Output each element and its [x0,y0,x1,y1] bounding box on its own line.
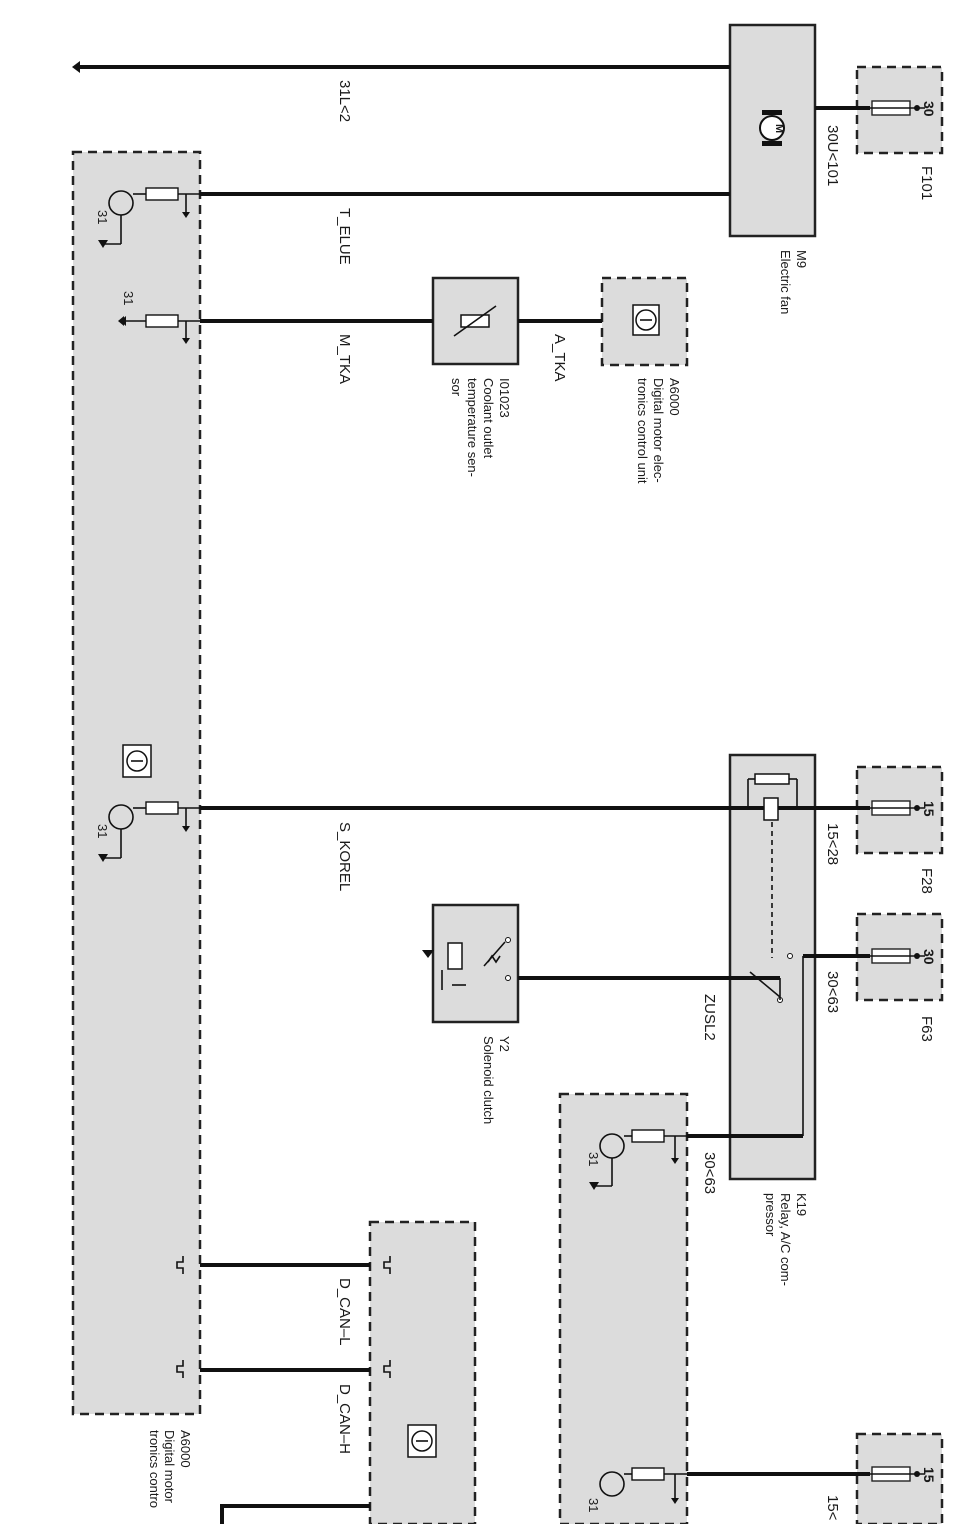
ground-marker-3 [98,854,108,862]
ground-marker-2 [118,316,124,326]
label-m-tka: M_TKA [336,334,353,384]
m9-ref: M9 [794,250,809,268]
ecu-icon-top [632,304,660,336]
output-transistor-4 [599,1467,687,1504]
motor-letter: M [773,124,785,133]
ground-label-3: 31 [95,824,110,838]
label-30-63: 30<63 [824,971,841,1013]
output-transistor-3 [594,1129,687,1187]
y2-ref: Y2 [497,1036,512,1052]
f101-pin-label: 30 [921,101,937,117]
ground-arrow [72,61,80,73]
label-a-tka: A_TKA [551,334,568,382]
ground-label-2: 31 [121,291,136,305]
output-transistor-1 [103,187,200,245]
a6000-main-ref: A6000 [178,1430,193,1468]
i01023-desc-2: temperature sen- [465,378,480,477]
a6000-lower-box [558,1092,689,1524]
temperature-sensor-icon [453,305,497,337]
relay-switch-icon [749,953,793,1003]
fuse-f101-symbol [870,100,925,116]
k19-desc-2: pressor [763,1193,778,1237]
can-module-box [368,1220,477,1524]
fuse-f28-symbol [870,800,925,816]
label-31l2: 31L<2 [336,80,353,122]
ground-label-1: 31 [95,210,110,224]
f28-ref: F28 [918,868,935,894]
label-30-63b: 30<63 [701,1152,718,1194]
output-transistor-2 [103,801,200,859]
motor-icon [759,110,785,146]
i01023-desc-1: Coolant outlet [481,378,496,459]
fuse-f101-box [855,65,944,155]
ecu-icon-main [122,744,152,778]
label-zusl2: ZUSL2 [701,994,718,1041]
fuse-f63-symbol [870,948,925,964]
solenoid-icon [422,937,511,990]
label-t-elue: T_ELUE [336,208,353,265]
label-15-bottom: 15< [824,1495,841,1521]
a6000-top-ref: A6000 [667,378,682,416]
f101-ref: F101 [918,166,935,200]
k19-ref: K19 [794,1193,809,1216]
ground-label-5: 31 [586,1498,601,1512]
ground-marker-4 [589,1182,599,1190]
a6000-main-desc-2: tronics contro [147,1430,162,1508]
f63-pin-label: 30 [921,949,937,965]
a6000-top-desc-1: Digital motor elec- [651,378,666,483]
label-dcan-h: D_CAN–H [336,1384,353,1454]
i01023-ref: I01023 [497,378,512,418]
a6000-main-desc-1: Digital motor [162,1430,177,1504]
label-dcan-l: D_CAN–L [336,1278,353,1346]
a6000-main-box [71,150,202,1416]
a6000-top-desc-2: tronics control unit [635,378,650,484]
solenoid-clutch-box [431,903,520,1024]
label-s-korel: S_KOREL [336,822,353,891]
ground-marker-1 [98,240,108,248]
ground-label-4: 31 [586,1152,601,1166]
f63-ref: F63 [918,1016,935,1042]
fuse-bottom-symbol [870,1466,925,1482]
label-30u101: 30U<101 [824,125,841,186]
y2-desc: Solenoid clutch [481,1036,496,1124]
k19-desc-1: Relay, A/C com- [778,1193,793,1286]
f28-pin-label: 15 [921,801,937,817]
can-symbol-group [176,1256,391,1378]
i01023-desc-3: sor [449,378,464,397]
fbottom-pin-label: 15 [921,1467,937,1483]
label-15-28: 15<28 [824,823,841,865]
ecu-icon-can [407,1424,437,1458]
m9-desc: Electric fan [778,250,793,314]
relay-coil-icon [747,773,798,958]
input-resistor-1 [120,314,200,344]
